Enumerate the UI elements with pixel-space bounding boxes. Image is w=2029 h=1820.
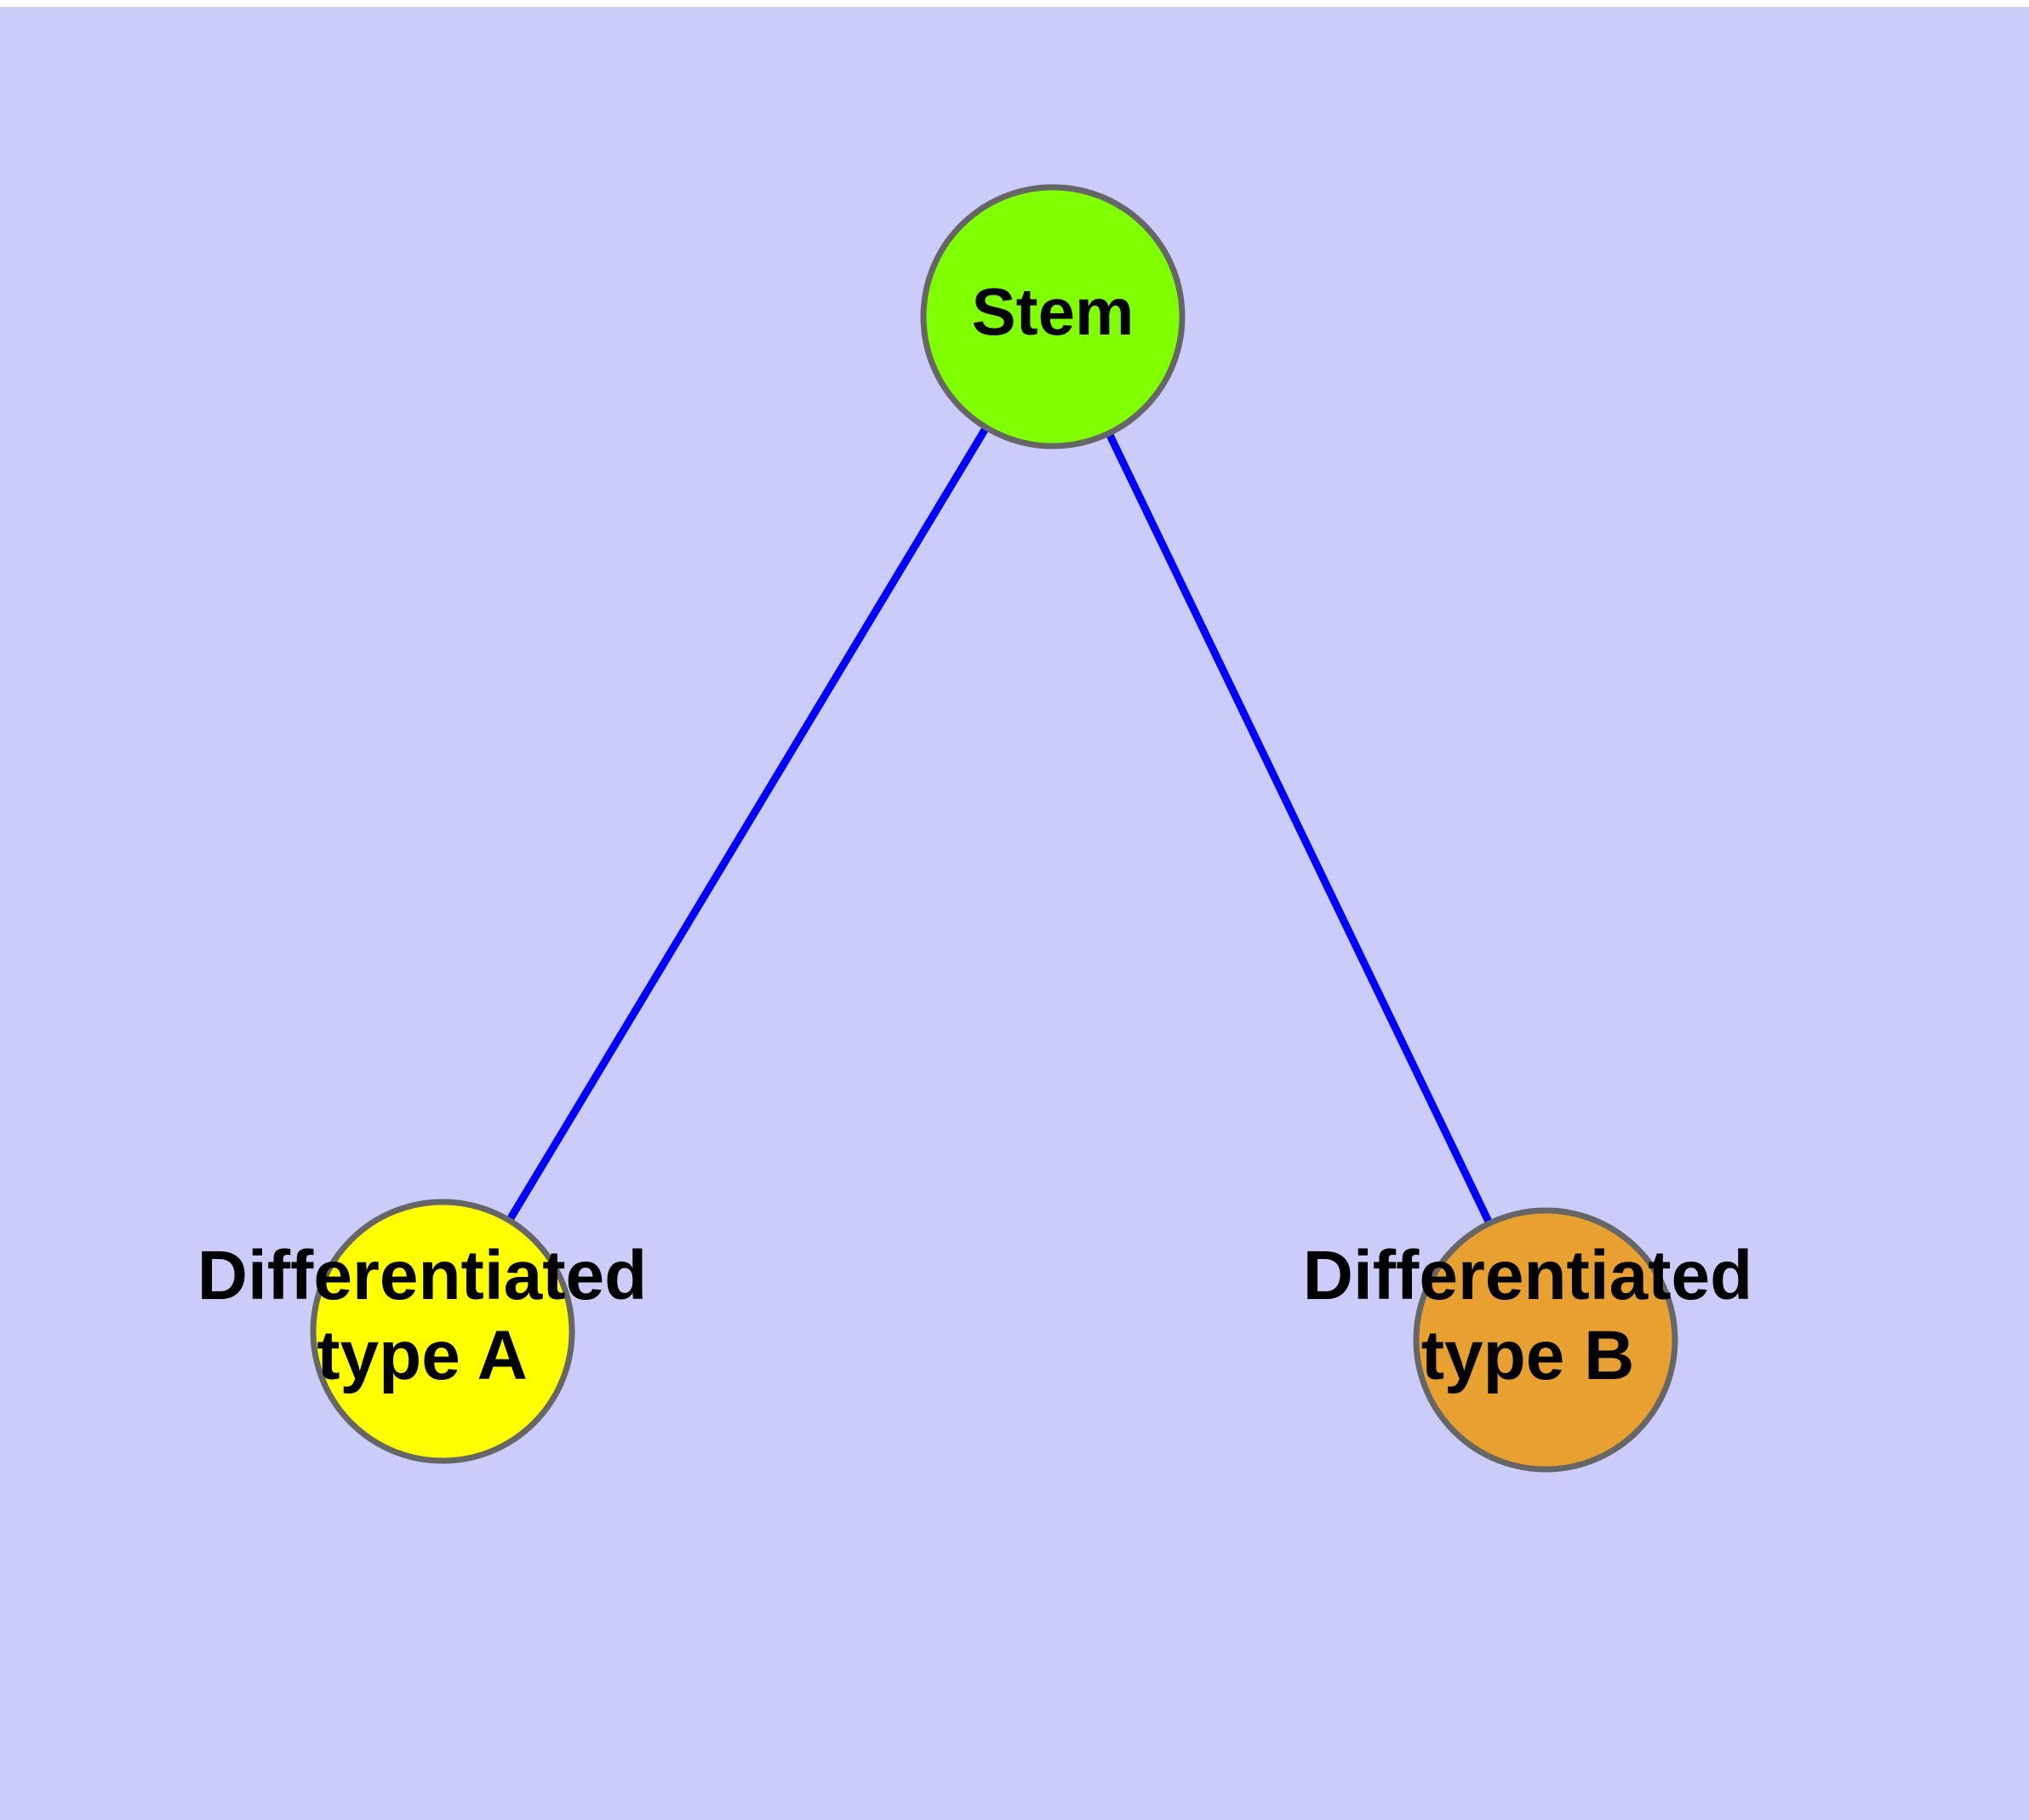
node-diff_b[interactable] bbox=[1413, 1207, 1678, 1473]
node-label-line: Differentiated bbox=[1303, 1237, 1753, 1314]
node-diff_a[interactable] bbox=[310, 1199, 575, 1464]
node-label-line: type B bbox=[1421, 1317, 1635, 1394]
node-label-line: Differentiated bbox=[197, 1237, 648, 1314]
edge-stem-diff-a[interactable] bbox=[439, 314, 1056, 1334]
node-layer bbox=[310, 184, 1678, 1473]
node-label-stem: Stem bbox=[972, 274, 1135, 349]
edge-layer bbox=[439, 314, 1550, 1342]
node-label-line: type A bbox=[317, 1317, 528, 1394]
node-stem[interactable] bbox=[920, 184, 1186, 449]
edge-stem-diff-b[interactable] bbox=[1049, 315, 1550, 1342]
node-label-line: Stem bbox=[972, 274, 1135, 349]
